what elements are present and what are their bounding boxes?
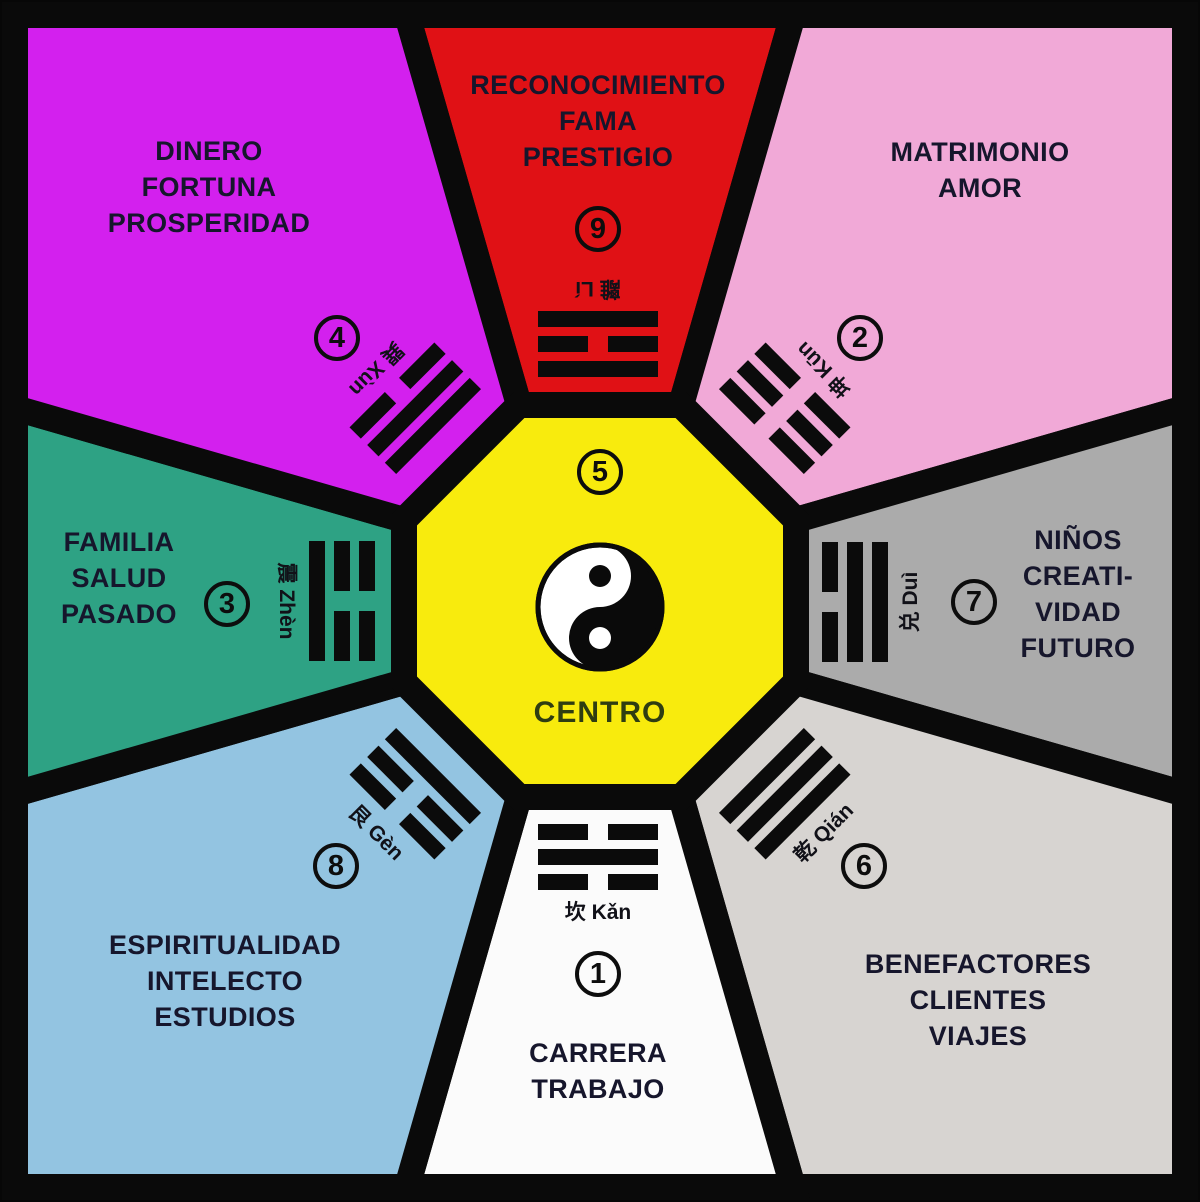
trigram-label: 離 Lí	[575, 277, 621, 300]
yin-yang-icon	[535, 542, 665, 672]
sector-south-title: CARRERA TRABAJO	[529, 1038, 667, 1104]
sector-east-number: 7	[951, 579, 997, 625]
sector-southeast-number: 6	[841, 843, 887, 889]
sector-west-number: 3	[204, 581, 250, 627]
sector-east-title: NIÑOS CREATI- VIDAD FUTURO	[1020, 525, 1136, 663]
trigram-label: 震 Zhèn	[275, 562, 298, 640]
trigram-label: 坎 Kǎn	[564, 901, 632, 924]
sector-northwest-number: 4	[314, 315, 360, 361]
sector-south-trigram-unit: 坎 Kǎn	[523, 824, 673, 936]
sector-north-title: RECONOCIMIENTO FAMA PRESTIGIO	[470, 70, 726, 172]
sector-southwest-title: ESPIRITUALIDAD INTELECTO ESTUDIOS	[108, 930, 342, 1032]
sector-north-number: 9	[575, 206, 621, 252]
sector-west-title: FAMILIA SALUD PASADO	[61, 527, 177, 629]
sector-northeast-number: 2	[837, 315, 883, 361]
center-label: CENTRO	[533, 696, 667, 729]
trigram-zhen	[309, 541, 375, 661]
sector-northwest-shape	[1, 1, 534, 535]
center-number: 5	[577, 449, 623, 495]
trigram-dui	[822, 542, 888, 662]
trigram-label: 兑 Duì	[899, 571, 922, 633]
sector-east-trigram-unit: 兑 Duì	[822, 527, 934, 677]
trigram-li	[538, 311, 658, 377]
sector-west-trigram-unit: 震 Zhèn	[263, 526, 375, 676]
sector-northwest-title: DINERO FORTUNA PROSPERIDAD	[107, 136, 311, 238]
sector-northeast-title: MATRIMONIO AMOR	[890, 137, 1070, 203]
trigram-kan	[538, 824, 658, 890]
sector-north-trigram-unit: 離 Lí	[523, 265, 673, 377]
sector-south-number: 1	[575, 951, 621, 997]
sector-southeast-title: BENEFACTORES CLIENTES VIAJES	[864, 949, 1092, 1051]
sector-southwest-number: 8	[313, 843, 359, 889]
